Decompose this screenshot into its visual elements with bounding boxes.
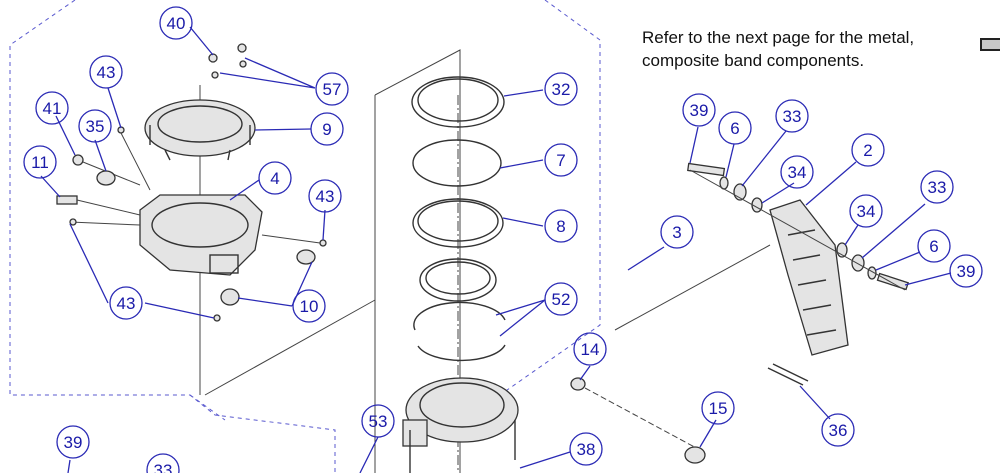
callout-41: 41 [35,91,69,125]
svg-text:38: 38 [577,440,596,459]
callout-39b: 39 [949,254,983,288]
svg-text:43: 43 [316,187,335,206]
part-52-spacer [413,301,506,362]
svg-text:2: 2 [863,141,872,160]
svg-text:39: 39 [957,262,976,281]
svg-text:7: 7 [556,151,565,170]
svg-text:6: 6 [730,119,739,138]
callout-43b: 43 [308,179,342,213]
svg-text:33: 33 [783,107,802,126]
svg-text:15: 15 [709,399,728,418]
callout-6b: 6 [917,229,951,263]
svg-text:8: 8 [556,217,565,236]
reference-note: Refer to the next page for the metal, co… [642,26,914,72]
color-swatch [980,38,1000,51]
svg-text:3: 3 [672,223,681,242]
callout-32: 32 [544,72,578,106]
part-14-screw [570,377,701,451]
callout-53: 53 [361,404,395,438]
callout-2: 2 [851,133,885,167]
svg-text:33: 33 [154,461,173,473]
callout-33c: 33 [146,453,180,473]
svg-text:52: 52 [552,290,571,309]
callout-3: 3 [660,215,694,249]
callout-7: 7 [544,143,578,177]
svg-text:4: 4 [270,169,279,188]
reference-note-line1: Refer to the next page for the metal, [642,28,915,47]
svg-text:34: 34 [788,163,807,182]
svg-text:39: 39 [690,101,709,120]
svg-text:57: 57 [323,80,342,99]
part-43-screws [69,126,327,322]
callout-34a: 34 [780,155,814,189]
callout-10: 10 [292,289,326,323]
part-39-pin-right [876,272,910,291]
callout-11: 11 [23,145,57,179]
part-4-case-frame [139,194,263,276]
svg-text:6: 6 [929,237,938,256]
callout-15: 15 [701,391,735,425]
part-dial-ring [419,258,497,302]
callout-38: 38 [569,432,603,466]
part-11-pin [56,195,141,226]
svg-text:33: 33 [928,178,947,197]
part-8-o-ring [412,198,504,248]
callout-39a: 39 [682,93,716,127]
callout-57: 57 [315,72,349,106]
svg-text:34: 34 [857,202,876,221]
callout-43c: 43 [109,286,143,320]
reference-note-line2: composite band components. [642,51,865,70]
part-33-washer-right [851,254,865,272]
part-35-button [96,170,116,186]
callout-8: 8 [544,209,578,243]
svg-text:32: 32 [552,80,571,99]
part-40-screws [208,43,247,79]
part-2-band-strap [769,199,849,356]
part-39-pin-left [687,162,726,177]
callout-33b: 33 [920,170,954,204]
svg-text:40: 40 [167,14,186,33]
part-case-body [402,377,519,473]
band-axis [614,169,906,331]
svg-text:36: 36 [829,421,848,440]
bottom-boundary [189,394,226,421]
callout-9: 9 [310,112,344,146]
callout-35: 35 [78,109,112,143]
callout-52: 52 [544,282,578,316]
callout-34b: 34 [849,194,883,228]
callout-33a: 33 [775,99,809,133]
svg-text:43: 43 [117,294,136,313]
svg-text:53: 53 [369,412,388,431]
part-9-bezel-ring [144,99,256,161]
part-7-crystal [412,139,502,187]
svg-text:11: 11 [31,153,49,172]
callout-4: 4 [258,161,292,195]
svg-text:41: 41 [43,99,62,118]
svg-text:9: 9 [322,120,331,139]
svg-text:14: 14 [581,340,600,359]
callout-14: 14 [573,332,607,366]
center-column-outline [374,49,461,473]
callout-40: 40 [159,6,193,40]
part-36-spring-bar [767,363,809,386]
svg-text:43: 43 [97,63,116,82]
callout-43a: 43 [89,55,123,89]
callout-36: 36 [821,413,855,447]
part-15-button [684,446,706,464]
part-10-buttons [220,249,316,306]
svg-text:35: 35 [86,117,105,136]
part-32-gasket-ring [411,76,505,128]
svg-text:10: 10 [300,297,319,316]
callout-6a: 6 [718,111,752,145]
leader-lines [40,26,952,473]
callout-39c: 39 [56,425,90,459]
svg-text:39: 39 [64,433,83,452]
